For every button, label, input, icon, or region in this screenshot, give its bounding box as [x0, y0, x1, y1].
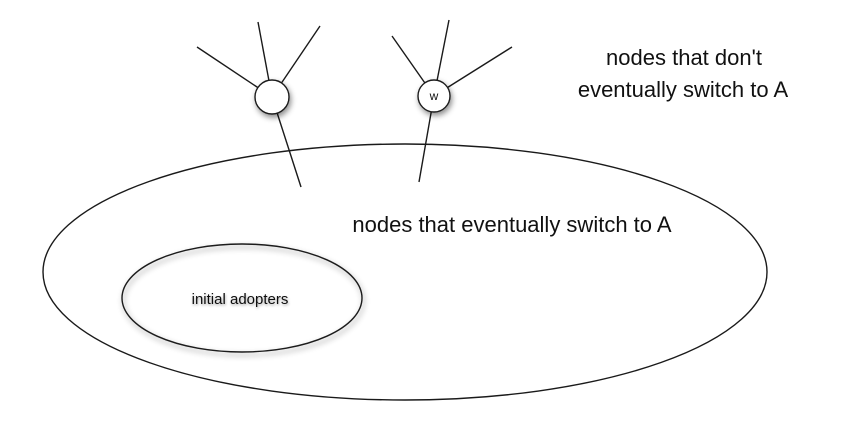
- w-node-edges: [391, 19, 513, 183]
- outside-label-line2: eventually switch to A: [578, 77, 789, 102]
- node-w: [417, 79, 451, 113]
- switchers-region: [42, 143, 768, 401]
- node-w-label: w: [429, 89, 439, 103]
- non-switching-node: [254, 79, 290, 115]
- switchers-label: nodes that eventually switch to A: [352, 212, 672, 237]
- initial-adopters-region: [121, 243, 363, 353]
- initial-adopters-label: initial adopters: [192, 291, 289, 308]
- outside-label-line1: nodes that don't: [606, 45, 762, 70]
